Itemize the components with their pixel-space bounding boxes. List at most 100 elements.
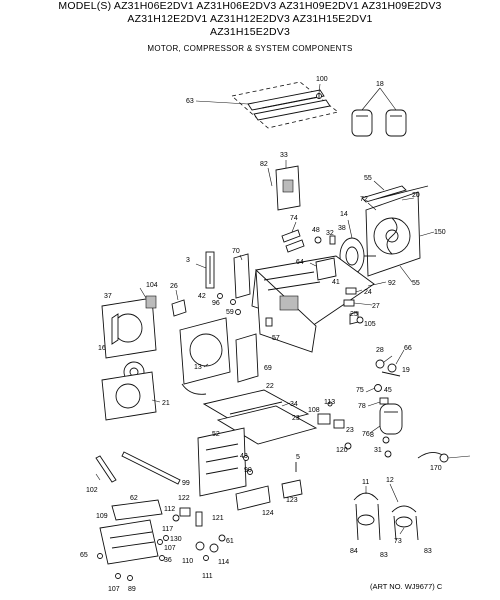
screw-42[interactable]: [217, 293, 223, 299]
callout-26: 26: [170, 283, 178, 290]
bracket-55[interactable]: [361, 185, 407, 203]
bracket-123[interactable]: [281, 479, 303, 499]
models-line-1: MODEL(S) AZ31H06E2DV1 AZ31H06E2DV3 AZ31H…: [58, 0, 442, 12]
clip-43[interactable]: [243, 455, 249, 461]
screw-107[interactable]: [115, 573, 121, 579]
callout-45: 45: [384, 387, 392, 394]
callout-78: 78: [358, 403, 366, 410]
mount-69[interactable]: [235, 333, 259, 383]
blower-scroll[interactable]: [101, 297, 157, 359]
capacitor-pair[interactable]: [351, 109, 407, 137]
valve-75[interactable]: [374, 384, 382, 392]
clip-36[interactable]: [159, 555, 165, 561]
motor-housing[interactable]: [315, 257, 337, 281]
strip-102[interactable]: [95, 455, 117, 483]
callout-83-left: 83: [380, 552, 388, 559]
knob-122[interactable]: [179, 507, 191, 517]
callout-76: 76: [362, 431, 370, 438]
callout-42: 42: [198, 293, 206, 300]
callout-114: 114: [218, 559, 229, 566]
drain-plug-57[interactable]: [265, 317, 273, 327]
callout-43: 43: [240, 453, 248, 460]
callout-150: 150: [434, 229, 446, 236]
fastener-100[interactable]: [316, 93, 322, 99]
evaporator-coil[interactable]: [99, 499, 163, 565]
clip-32[interactable]: [329, 235, 336, 245]
tube-170[interactable]: [417, 452, 449, 463]
sensor-61[interactable]: [218, 534, 226, 542]
screw-89[interactable]: [127, 575, 133, 581]
callout-8: 8: [370, 432, 374, 439]
overload-23[interactable]: [333, 419, 345, 429]
capillary-tube-left[interactable]: [353, 492, 381, 541]
callout-11: 11: [362, 479, 369, 486]
callout-22: 22: [266, 383, 274, 390]
thermistor-114[interactable]: [209, 543, 219, 553]
strip-99[interactable]: [121, 451, 181, 485]
screw-59[interactable]: [235, 309, 241, 315]
callout-61: 61: [226, 538, 234, 545]
condenser-shroud[interactable]: [365, 185, 429, 277]
callout-109: 109: [96, 513, 108, 520]
seal-104[interactable]: [145, 295, 157, 309]
thermostat-27[interactable]: [343, 299, 355, 307]
callout-63: 63: [186, 98, 194, 105]
callout-70: 70: [232, 248, 240, 255]
insulation-26[interactable]: [171, 299, 187, 317]
models-line-3: AZ31H15E2DV3: [209, 26, 291, 38]
callout-16: 16: [98, 345, 106, 352]
thermistor-110[interactable]: [195, 541, 205, 551]
callout-32: 32: [326, 230, 334, 237]
callout-82: 82: [260, 161, 268, 168]
fitting-78[interactable]: [379, 397, 389, 405]
knob-112[interactable]: [172, 514, 180, 522]
clip-90[interactable]: [247, 469, 253, 475]
models-line-2: AZ31H12E2DV1 AZ31H12E2DV3 AZ31H15E2DV1: [127, 13, 373, 25]
partition-strip[interactable]: [205, 251, 215, 289]
mount-76[interactable]: [382, 436, 390, 444]
callout-89: 89: [128, 586, 136, 593]
callout-37: 37: [104, 293, 112, 300]
screw-96[interactable]: [230, 299, 236, 305]
screw-120[interactable]: [344, 442, 352, 450]
callout-labels: 100 18 63 33 82 55 20 72 14 74 48 32 38 …: [80, 76, 446, 593]
callout-24: 24: [364, 289, 372, 296]
support-70[interactable]: [233, 253, 251, 299]
top-rail-assembly[interactable]: [231, 81, 339, 129]
grommet-48[interactable]: [314, 236, 322, 244]
callout-23-left: 23: [292, 415, 300, 422]
leader-lines: [95, 83, 471, 535]
lower-scroll[interactable]: [101, 371, 157, 421]
screw-113[interactable]: [327, 401, 333, 407]
clip-117[interactable]: [157, 539, 163, 545]
control-frame[interactable]: [197, 427, 247, 497]
callout-112: 112: [164, 506, 175, 513]
switch-121[interactable]: [195, 511, 203, 527]
switch-24[interactable]: [345, 287, 357, 295]
callout-83-right: 83: [424, 548, 432, 555]
clip-111[interactable]: [203, 555, 209, 561]
callout-36: 36: [164, 557, 172, 564]
callout-102: 102: [86, 487, 98, 494]
callout-55-top: 55: [364, 175, 372, 182]
base-pan[interactable]: [251, 255, 375, 353]
callout-55-right: 55: [412, 280, 420, 287]
fitting-105[interactable]: [356, 316, 364, 324]
callout-25: 25: [350, 311, 358, 318]
valve-assembly[interactable]: [375, 359, 401, 377]
clip-130[interactable]: [163, 535, 169, 541]
callout-111: 111: [202, 573, 213, 580]
orifice-ring[interactable]: [179, 317, 231, 395]
motor-mount-bracket[interactable]: [281, 229, 305, 253]
mount-31[interactable]: [384, 450, 392, 458]
callout-38: 38: [338, 225, 346, 232]
relay-108[interactable]: [317, 413, 331, 425]
callout-110: 110: [182, 558, 193, 565]
callout-107-lower: 107: [108, 586, 120, 593]
callout-72: 72: [360, 196, 368, 203]
compressor[interactable]: [379, 403, 403, 435]
bracket-124[interactable]: [235, 485, 271, 511]
cover-plate[interactable]: [275, 165, 301, 211]
capillary-tube-right[interactable]: [391, 505, 419, 541]
clip-65[interactable]: [97, 553, 103, 559]
